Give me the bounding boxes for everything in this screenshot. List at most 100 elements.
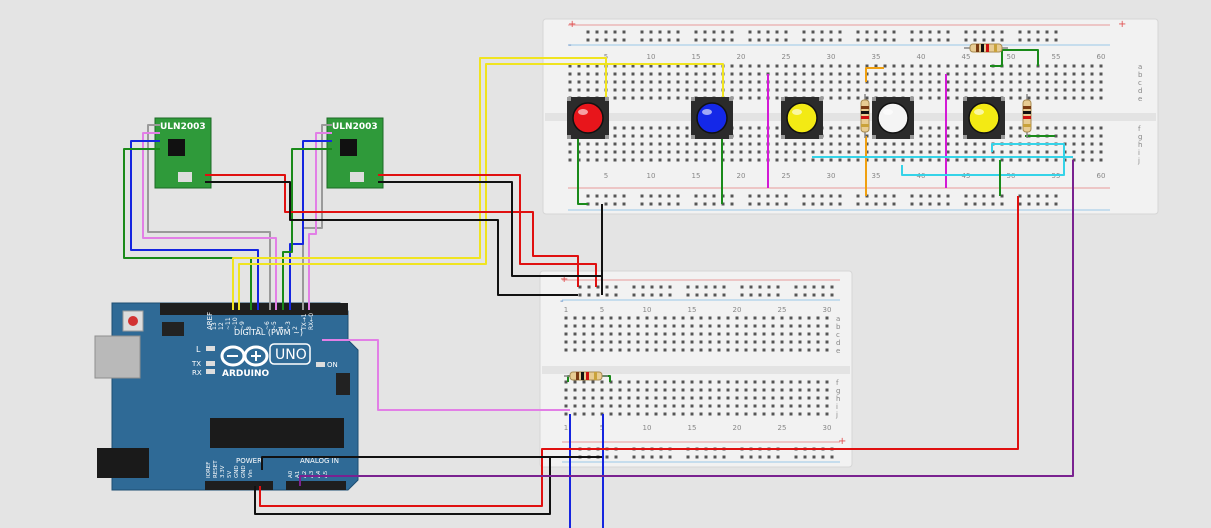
breadboard-hole[interactable] — [807, 332, 811, 336]
breadboard-hole[interactable] — [663, 316, 667, 320]
rail-hole[interactable] — [695, 455, 699, 459]
breadboard-hole[interactable] — [780, 348, 784, 352]
breadboard-hole[interactable] — [658, 158, 662, 162]
rail-hole[interactable] — [803, 293, 807, 297]
breadboard-hole[interactable] — [618, 340, 622, 344]
breadboard-hole[interactable] — [1045, 64, 1049, 68]
breadboard-hole[interactable] — [892, 158, 896, 162]
breadboard-hole[interactable] — [681, 324, 685, 328]
breadboard-hole[interactable] — [793, 64, 797, 68]
breadboard-hole[interactable] — [748, 64, 752, 68]
breadboard-hole[interactable] — [654, 404, 658, 408]
breadboard-hole[interactable] — [1054, 158, 1058, 162]
breadboard-hole[interactable] — [1009, 134, 1013, 138]
rail-hole[interactable] — [794, 455, 798, 459]
breadboard-hole[interactable] — [955, 64, 959, 68]
breadboard-hole[interactable] — [753, 404, 757, 408]
breadboard-hole[interactable] — [726, 348, 730, 352]
breadboard-hole[interactable] — [564, 388, 568, 392]
breadboard-hole[interactable] — [1018, 134, 1022, 138]
breadboard-hole[interactable] — [1000, 72, 1004, 76]
breadboard-hole[interactable] — [739, 72, 743, 76]
breadboard-hole[interactable] — [874, 142, 878, 146]
breadboard-hole[interactable] — [973, 158, 977, 162]
breadboard-hole[interactable] — [694, 142, 698, 146]
breadboard-hole[interactable] — [1036, 80, 1040, 84]
breadboard-hole[interactable] — [577, 80, 581, 84]
rail-hole[interactable] — [982, 30, 986, 34]
breadboard-hole[interactable] — [600, 404, 604, 408]
breadboard-hole[interactable] — [654, 388, 658, 392]
breadboard-hole[interactable] — [640, 158, 644, 162]
breadboard-hole[interactable] — [798, 332, 802, 336]
rail-hole[interactable] — [982, 202, 986, 206]
rail-hole[interactable] — [604, 202, 608, 206]
breadboard-hole[interactable] — [654, 412, 658, 416]
digital-header[interactable] — [160, 303, 348, 315]
breadboard-hole[interactable] — [1099, 158, 1103, 162]
rail-hole[interactable] — [919, 30, 923, 34]
breadboard-hole[interactable] — [631, 72, 635, 76]
breadboard-hole[interactable] — [573, 316, 577, 320]
breadboard-hole[interactable] — [744, 404, 748, 408]
breadboard-hole[interactable] — [883, 72, 887, 76]
breadboard-hole[interactable] — [573, 332, 577, 336]
breadboard-hole[interactable] — [762, 316, 766, 320]
rail-hole[interactable] — [784, 30, 788, 34]
breadboard-hole[interactable] — [825, 348, 829, 352]
rail-hole[interactable] — [758, 455, 762, 459]
breadboard-hole[interactable] — [1099, 96, 1103, 100]
rail-hole[interactable] — [667, 202, 671, 206]
breadboard-hole[interactable] — [991, 88, 995, 92]
rail-hole[interactable] — [937, 194, 941, 198]
breadboard-hole[interactable] — [1090, 80, 1094, 84]
rail-hole[interactable] — [721, 38, 725, 42]
breadboard-hole[interactable] — [744, 348, 748, 352]
breadboard-hole[interactable] — [631, 150, 635, 154]
breadboard-hole[interactable] — [820, 80, 824, 84]
rail-hole[interactable] — [766, 202, 770, 206]
rail-hole[interactable] — [982, 38, 986, 42]
rail-hole[interactable] — [964, 202, 968, 206]
breadboard-hole[interactable] — [748, 72, 752, 76]
rail-hole[interactable] — [658, 202, 662, 206]
rail-hole[interactable] — [640, 202, 644, 206]
rail-hole[interactable] — [694, 38, 698, 42]
breadboard-hole[interactable] — [847, 72, 851, 76]
breadboard-hole[interactable] — [816, 340, 820, 344]
rail-hole[interactable] — [757, 202, 761, 206]
rail-hole[interactable] — [1027, 202, 1031, 206]
breadboard-hole[interactable] — [595, 142, 599, 146]
rail-hole[interactable] — [704, 455, 708, 459]
breadboard-hole[interactable] — [838, 96, 842, 100]
rail-hole[interactable] — [838, 194, 842, 198]
rail-hole[interactable] — [748, 194, 752, 198]
breadboard-hole[interactable] — [640, 134, 644, 138]
rail-hole[interactable] — [632, 293, 636, 297]
breadboard-hole[interactable] — [717, 404, 721, 408]
rail-hole[interactable] — [703, 30, 707, 34]
rail-hole[interactable] — [721, 30, 725, 34]
breadboard-hole[interactable] — [964, 142, 968, 146]
breadboard-hole[interactable] — [609, 388, 613, 392]
rail-hole[interactable] — [946, 202, 950, 206]
breadboard-hole[interactable] — [613, 158, 617, 162]
breadboard-hole[interactable] — [591, 348, 595, 352]
rail-hole[interactable] — [1045, 30, 1049, 34]
breadboard-hole[interactable] — [856, 64, 860, 68]
rail-hole[interactable] — [766, 38, 770, 42]
breadboard-hole[interactable] — [649, 88, 653, 92]
breadboard-hole[interactable] — [676, 134, 680, 138]
rail-hole[interactable] — [758, 293, 762, 297]
rail-hole[interactable] — [667, 194, 671, 198]
wire[interactable] — [261, 456, 602, 470]
rail-hole[interactable] — [740, 455, 744, 459]
rail-hole[interactable] — [910, 38, 914, 42]
breadboard-hole[interactable] — [667, 134, 671, 138]
breadboard-hole[interactable] — [582, 388, 586, 392]
breadboard-hole[interactable] — [771, 412, 775, 416]
breadboard-hole[interactable] — [582, 332, 586, 336]
breadboard-hole[interactable] — [613, 142, 617, 146]
rail-hole[interactable] — [604, 38, 608, 42]
breadboard-hole[interactable] — [946, 158, 950, 162]
